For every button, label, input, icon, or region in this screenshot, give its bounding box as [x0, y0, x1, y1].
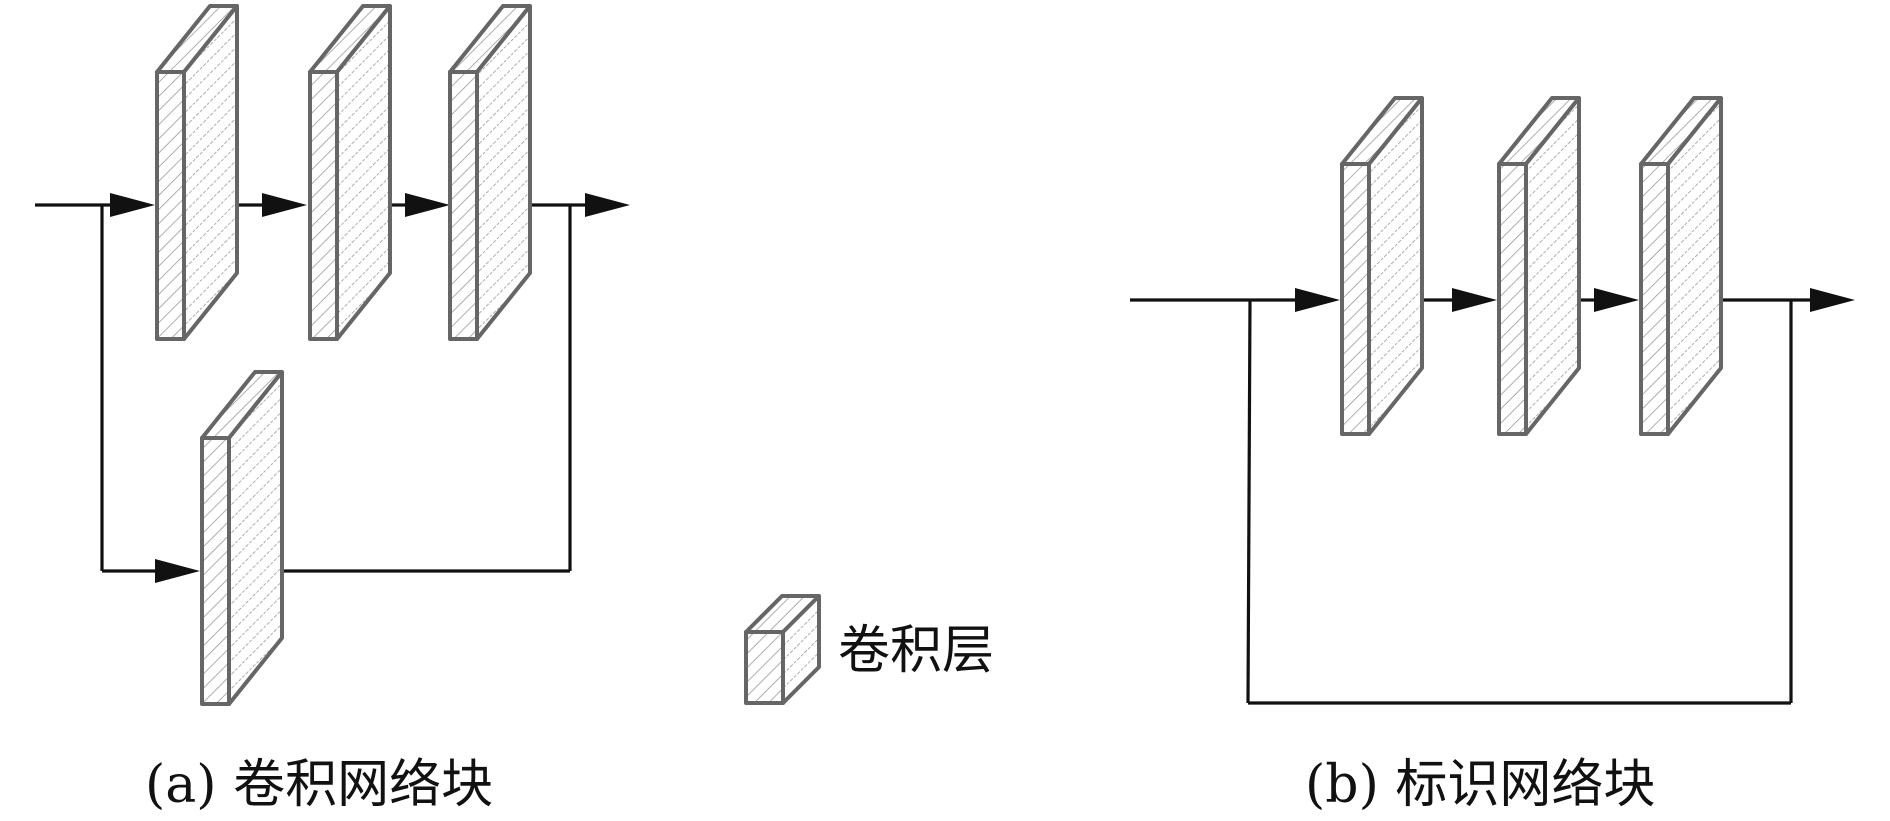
- arrow-into-shortcut-layer: [155, 559, 200, 583]
- conv-layer-a2: [308, 4, 392, 341]
- shortcut-down-b: [1246, 299, 1252, 704]
- arrow-into-layer-a1: [110, 193, 155, 217]
- arrow-into-layer-a3: [405, 193, 450, 217]
- caption-b: (b) 标识网络块: [1305, 755, 1655, 815]
- legend-label: 卷积层: [838, 621, 994, 681]
- arrow-into-layer-b3: [1594, 288, 1639, 312]
- conv-layer-b2: [1497, 96, 1581, 436]
- arrow-into-layer-b2: [1452, 288, 1497, 312]
- output-arrow-a: [585, 193, 630, 217]
- conv-layer-shortcut: [200, 370, 284, 706]
- caption-a: (a) 卷积网络块: [145, 755, 493, 815]
- conv-layer-a1: [155, 4, 239, 341]
- arrow-into-layer-a2: [262, 193, 307, 217]
- identity-block-b: [1130, 96, 1855, 705]
- arrow-into-layer-b1: [1295, 288, 1340, 312]
- output-arrow-b: [1810, 288, 1855, 312]
- legend-layer-icon: [744, 594, 821, 705]
- conv-layer-b1: [1340, 96, 1424, 436]
- conv-block-a: [35, 4, 630, 706]
- legend: 卷积层: [744, 594, 994, 705]
- conv-layer-b3: [1639, 96, 1723, 436]
- conv-layer-a3: [448, 4, 532, 341]
